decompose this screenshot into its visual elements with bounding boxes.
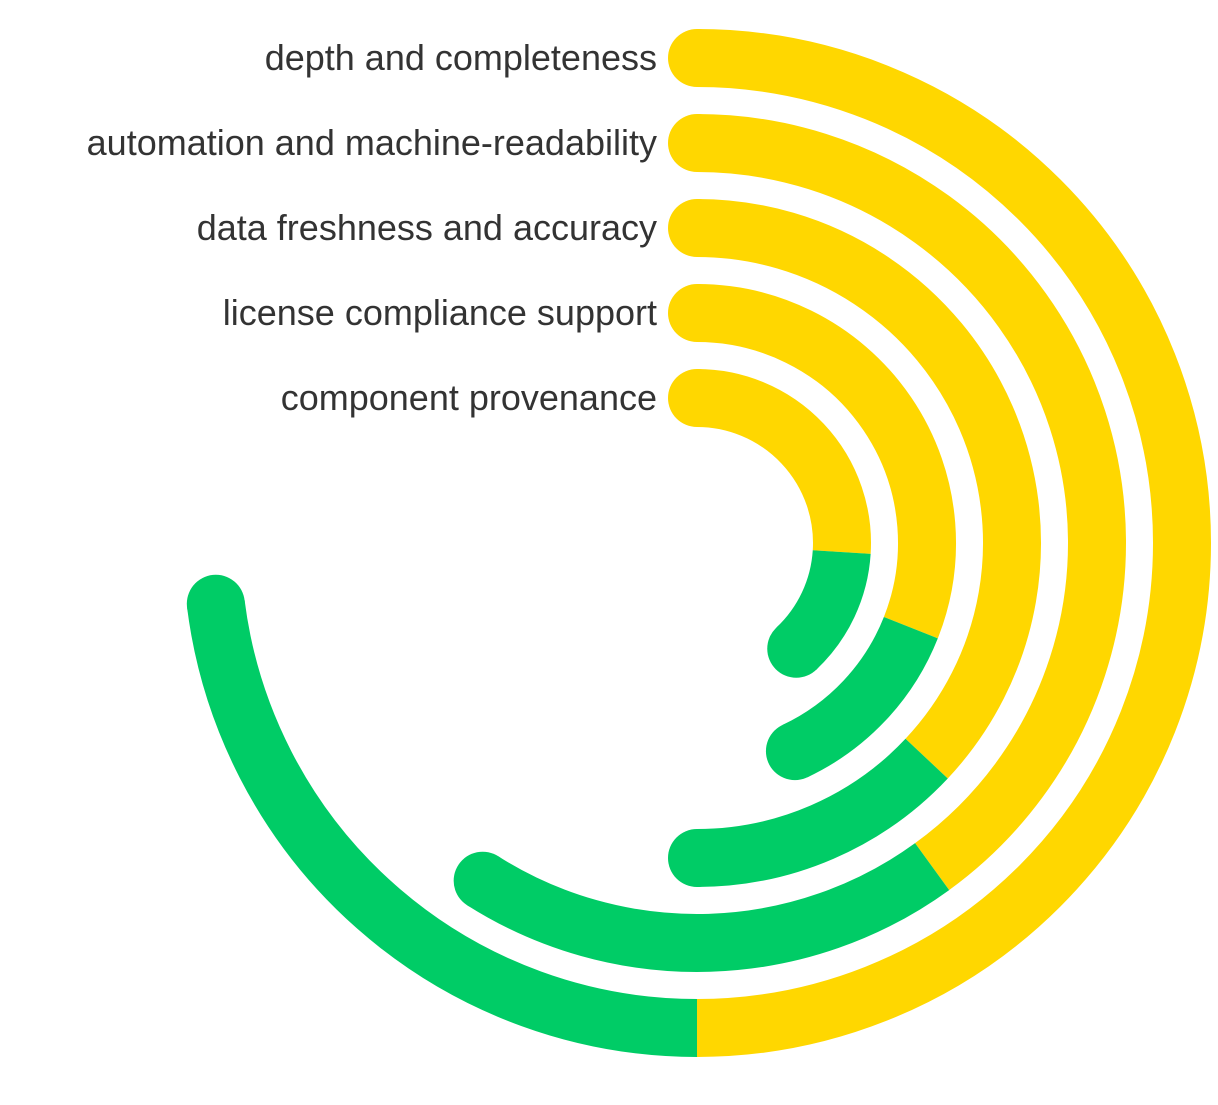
ring-label-component-provenance: component provenance (281, 377, 657, 418)
ring-segment-license-compliance-support-series-2 (782, 616, 938, 778)
ring-segment-component-provenance-series-2 (775, 549, 871, 670)
ring-segment-component-provenance-series-1 (696, 369, 871, 554)
ring-label-automation-and-machine-readability: automation and machine-readability (87, 122, 657, 163)
ring-labels: depth and completeness automation and mac… (87, 37, 657, 418)
ring-segment-automation-and-machine-readability-series-1 (696, 114, 1126, 891)
ring-segment-license-compliance-support-series-1 (696, 284, 956, 639)
ring-arcs (186, 29, 1211, 1057)
ring-segment-automation-and-machine-readability-series-2 (467, 843, 950, 972)
ring-label-license-compliance-support: license compliance support (223, 292, 657, 333)
ring-label-depth-and-completeness: depth and completeness (265, 37, 657, 78)
ring-segment-data-freshness-and-accuracy-series-1 (696, 199, 1041, 779)
ring-segment-data-freshness-and-accuracy-series-2 (696, 738, 948, 887)
ring-label-data-freshness-and-accuracy: data freshness and accuracy (197, 207, 657, 248)
ring-segment-depth-and-completeness-series-2 (187, 600, 698, 1057)
ring-segment-depth-and-completeness-series-1 (696, 29, 1211, 1057)
